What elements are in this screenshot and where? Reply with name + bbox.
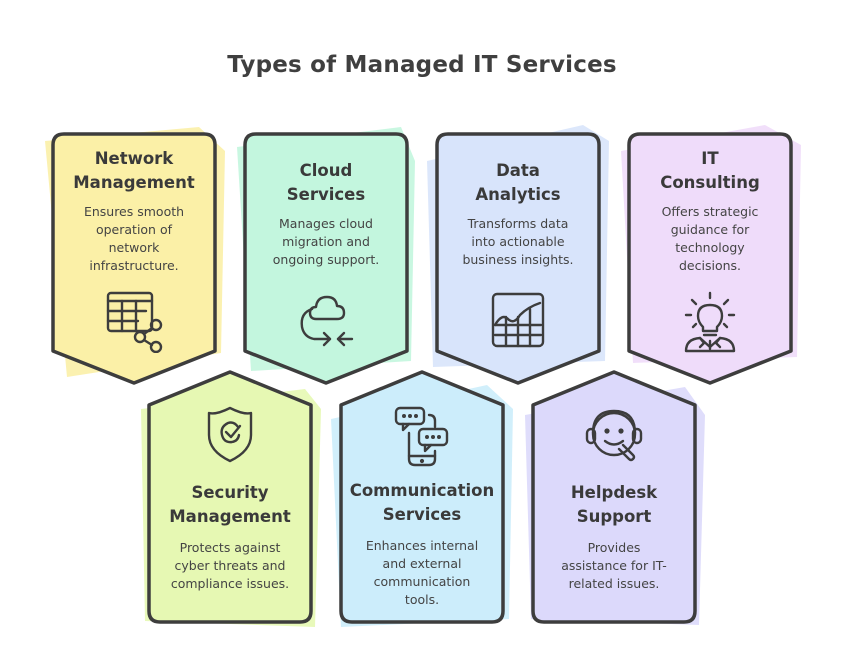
headset-agent-icon (583, 405, 645, 467)
card-shape (525, 370, 705, 625)
lightbulb-person-icon (678, 291, 742, 353)
card-shape (141, 370, 321, 627)
network-table-share-icon (102, 289, 166, 353)
chart-grid-icon (490, 291, 546, 349)
card-shape (621, 125, 801, 385)
cloud-sync-icon (294, 291, 358, 351)
shield-check-icon (206, 405, 254, 463)
phone-chat-icon (393, 405, 451, 467)
card-shape (427, 125, 609, 385)
diagram-title: Types of Managed IT Services (227, 52, 617, 78)
card-shape (331, 370, 513, 627)
card-shape (237, 127, 415, 385)
card-shape (45, 127, 225, 385)
